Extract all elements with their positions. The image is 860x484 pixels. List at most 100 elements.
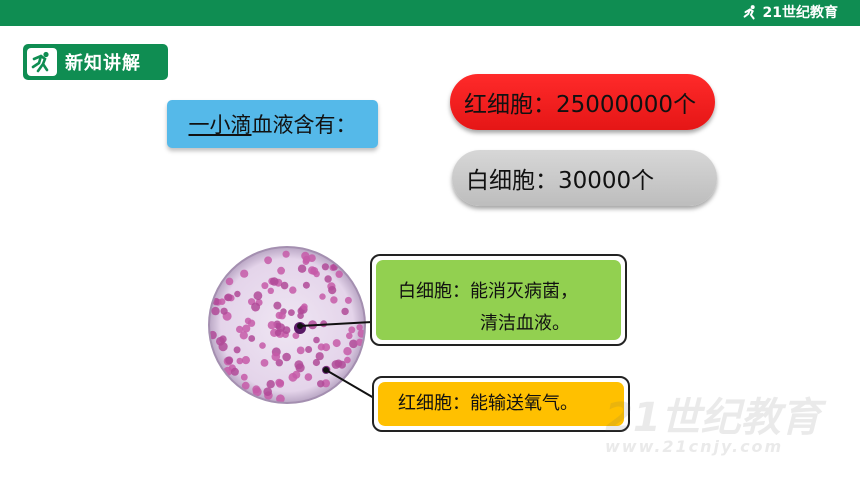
red-blood-cell bbox=[349, 339, 358, 349]
section-label: 新知讲解 bbox=[65, 53, 141, 74]
red-blood-cell bbox=[271, 352, 281, 361]
red-blood-cell bbox=[282, 352, 291, 362]
question-box: 一小滴血液含有： bbox=[167, 100, 378, 148]
red-blood-cell bbox=[264, 256, 272, 265]
red-blood-cell bbox=[292, 370, 301, 379]
white-cell-desc-line1: 白细胞：能消灭病菌， bbox=[398, 281, 578, 302]
red-blood-cell bbox=[251, 302, 261, 312]
red-blood-cell bbox=[302, 281, 310, 289]
watermark: 21世纪教育 www.21cnjy.com bbox=[605, 385, 835, 456]
red-blood-cell bbox=[270, 277, 279, 286]
question-rest: 血液含有： bbox=[251, 113, 357, 137]
red-blood-cell bbox=[252, 387, 262, 397]
red-blood-cell bbox=[315, 352, 324, 361]
red-blood-cell bbox=[220, 307, 228, 315]
red-cell-desc: 红细胞：能输送氧气。 bbox=[378, 382, 624, 426]
white-cell-callout: 白细胞：能消灭病菌， 清洁血液。 bbox=[370, 254, 627, 346]
red-blood-cell bbox=[344, 296, 352, 304]
red-blood-cell bbox=[218, 298, 226, 305]
red-blood-cell bbox=[241, 356, 250, 365]
red-blood-cell bbox=[301, 251, 310, 260]
red-blood-cell bbox=[259, 342, 266, 349]
red-blood-cell bbox=[313, 336, 320, 344]
red-blood-cell bbox=[266, 380, 275, 389]
red-blood-cell bbox=[225, 356, 234, 365]
red-blood-cell bbox=[335, 270, 343, 278]
red-blood-cell bbox=[288, 309, 295, 316]
red-blood-cell bbox=[321, 263, 329, 271]
red-blood-cell bbox=[236, 357, 244, 365]
red-blood-cell bbox=[278, 312, 286, 320]
red-blood-cell bbox=[218, 342, 228, 352]
red-blood-cell bbox=[297, 264, 307, 273]
red-blood-cell bbox=[282, 250, 290, 258]
red-blood-cell bbox=[289, 286, 297, 294]
red-blood-cell bbox=[317, 343, 325, 351]
red-blood-cell bbox=[236, 325, 244, 333]
white-cell-desc-line2: 清洁血液。 bbox=[480, 313, 570, 334]
red-cell-callout: 红细胞：能输送氧气。 bbox=[372, 376, 630, 432]
red-blood-cell bbox=[324, 275, 332, 283]
red-blood-cell bbox=[348, 326, 356, 334]
brand-text: 21世纪教育 bbox=[762, 5, 838, 21]
red-blood-cell bbox=[239, 331, 248, 340]
red-blood-cell bbox=[343, 347, 352, 356]
red-blood-cell bbox=[248, 335, 256, 342]
red-blood-cell bbox=[276, 394, 285, 402]
red-blood-cell bbox=[274, 329, 282, 336]
red-blood-cell bbox=[242, 324, 251, 333]
runner-icon bbox=[27, 48, 57, 76]
red-blood-cell bbox=[240, 269, 249, 278]
red-blood-cell bbox=[294, 360, 304, 370]
red-blood-cell bbox=[277, 266, 285, 275]
red-blood-cell bbox=[280, 281, 289, 290]
watermark-sub: www.21cnjy.com bbox=[605, 437, 784, 456]
red-blood-cell bbox=[230, 367, 239, 376]
red-blood-cell bbox=[275, 359, 283, 367]
top-bar: 21世纪教育 bbox=[0, 0, 860, 26]
question-underlined: 一小滴 bbox=[188, 113, 252, 137]
red-blood-cell bbox=[253, 291, 263, 301]
red-blood-cell bbox=[211, 306, 220, 316]
red-blood-cell bbox=[302, 258, 310, 265]
red-blood-cell bbox=[224, 293, 233, 302]
red-blood-cell bbox=[304, 373, 313, 381]
red-blood-cell bbox=[330, 296, 338, 304]
section-tag: 新知讲解 bbox=[23, 44, 168, 80]
red-blood-cell bbox=[356, 324, 363, 331]
red-blood-cell bbox=[328, 286, 337, 295]
red-blood-cell bbox=[308, 320, 318, 330]
red-blood-cell bbox=[344, 356, 351, 364]
red-blood-cell bbox=[273, 301, 282, 310]
watermark-main: 21世纪教育 bbox=[605, 395, 821, 441]
red-blood-cell bbox=[240, 373, 248, 381]
runner-icon bbox=[743, 5, 755, 20]
red-blood-cell bbox=[292, 332, 300, 339]
red-cell-count: 红细胞：25000000个 bbox=[450, 74, 715, 130]
red-blood-cell bbox=[305, 346, 313, 353]
red-blood-cell bbox=[260, 359, 269, 367]
red-blood-cell bbox=[263, 387, 272, 396]
red-blood-cell bbox=[312, 358, 320, 367]
red-blood-cell bbox=[247, 319, 256, 327]
red-blood-cell bbox=[341, 307, 349, 316]
red-blood-cell bbox=[261, 282, 269, 290]
red-blood-cell bbox=[233, 346, 241, 354]
red-blood-cell bbox=[331, 360, 341, 369]
blood-smear-image bbox=[208, 246, 366, 404]
red-blood-cell bbox=[319, 293, 326, 300]
red-blood-cell bbox=[317, 380, 325, 388]
brand-logo: 21世纪教育 bbox=[741, 3, 838, 23]
red-blood-cell bbox=[332, 339, 341, 348]
red-blood-cell bbox=[320, 320, 328, 328]
red-blood-cell bbox=[267, 287, 274, 294]
red-blood-cell bbox=[267, 321, 276, 330]
red-blood-cell bbox=[296, 346, 305, 355]
red-blood-cell bbox=[313, 270, 320, 278]
red-blood-cell bbox=[297, 312, 304, 319]
red-blood-cell bbox=[301, 303, 308, 310]
red-blood-cell bbox=[277, 379, 285, 387]
red-blood-cell bbox=[241, 381, 250, 390]
white-cell-count: 白细胞：30000个 bbox=[452, 150, 717, 206]
red-blood-cell bbox=[234, 290, 241, 298]
